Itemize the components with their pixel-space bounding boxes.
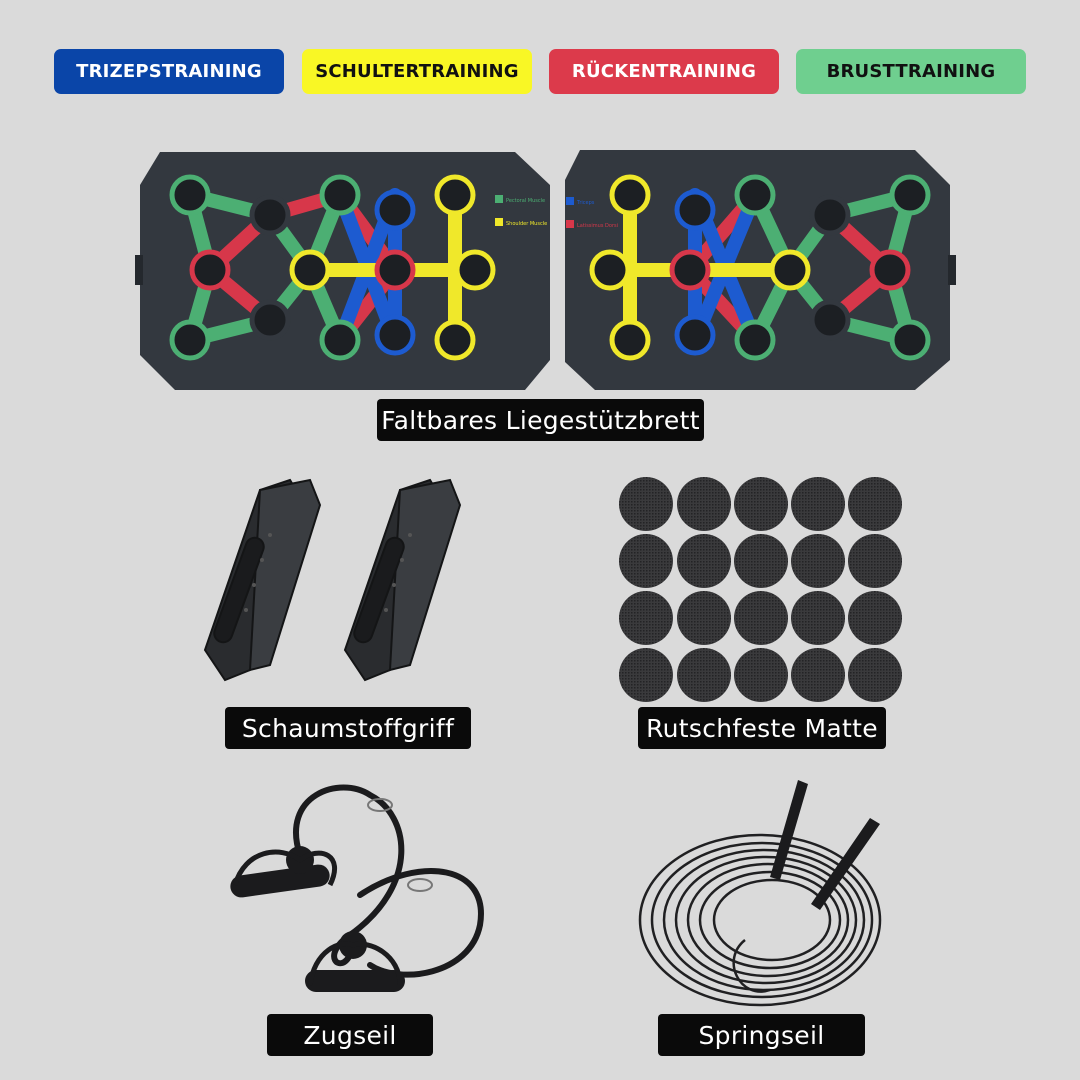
- board-grip-holes: [169, 174, 931, 361]
- jump-rope-label: Springseil: [658, 1014, 865, 1056]
- svg-text:Pectoral Muscle: Pectoral Muscle: [506, 198, 545, 204]
- board-legend: Pectoral Muscle Shoulder Muscle Triceps …: [495, 195, 618, 229]
- badge-triceps: TRIZEPSTRAINING: [54, 49, 284, 94]
- grip-dots: [244, 533, 412, 612]
- mat-label: Rutschfeste Matte: [638, 707, 886, 749]
- pull-rope-label: Zugseil: [267, 1014, 433, 1056]
- badge-chest: BRUSTTRAINING: [796, 49, 1026, 94]
- badge-back: RÜCKENTRAINING: [549, 49, 779, 94]
- grip-label: Schaumstoffgriff: [225, 707, 471, 749]
- foam-grips-image: [203, 478, 462, 682]
- mats-image: [619, 477, 902, 702]
- svg-text:Latissimus Dorsi: Latissimus Dorsi: [577, 223, 618, 229]
- pushup-board-image: Pectoral Muscle Shoulder Muscle Triceps …: [135, 150, 956, 390]
- board-label: Faltbares Liegestützbrett: [377, 399, 704, 441]
- jump-rope-image: [638, 780, 882, 1007]
- svg-text:Shoulder Muscle: Shoulder Muscle: [506, 221, 547, 227]
- badge-shoulder: SCHULTERTRAINING: [302, 49, 532, 94]
- svg-text:Triceps: Triceps: [576, 200, 595, 206]
- mat-discs: [619, 477, 902, 702]
- pull-rope-image: [230, 784, 484, 992]
